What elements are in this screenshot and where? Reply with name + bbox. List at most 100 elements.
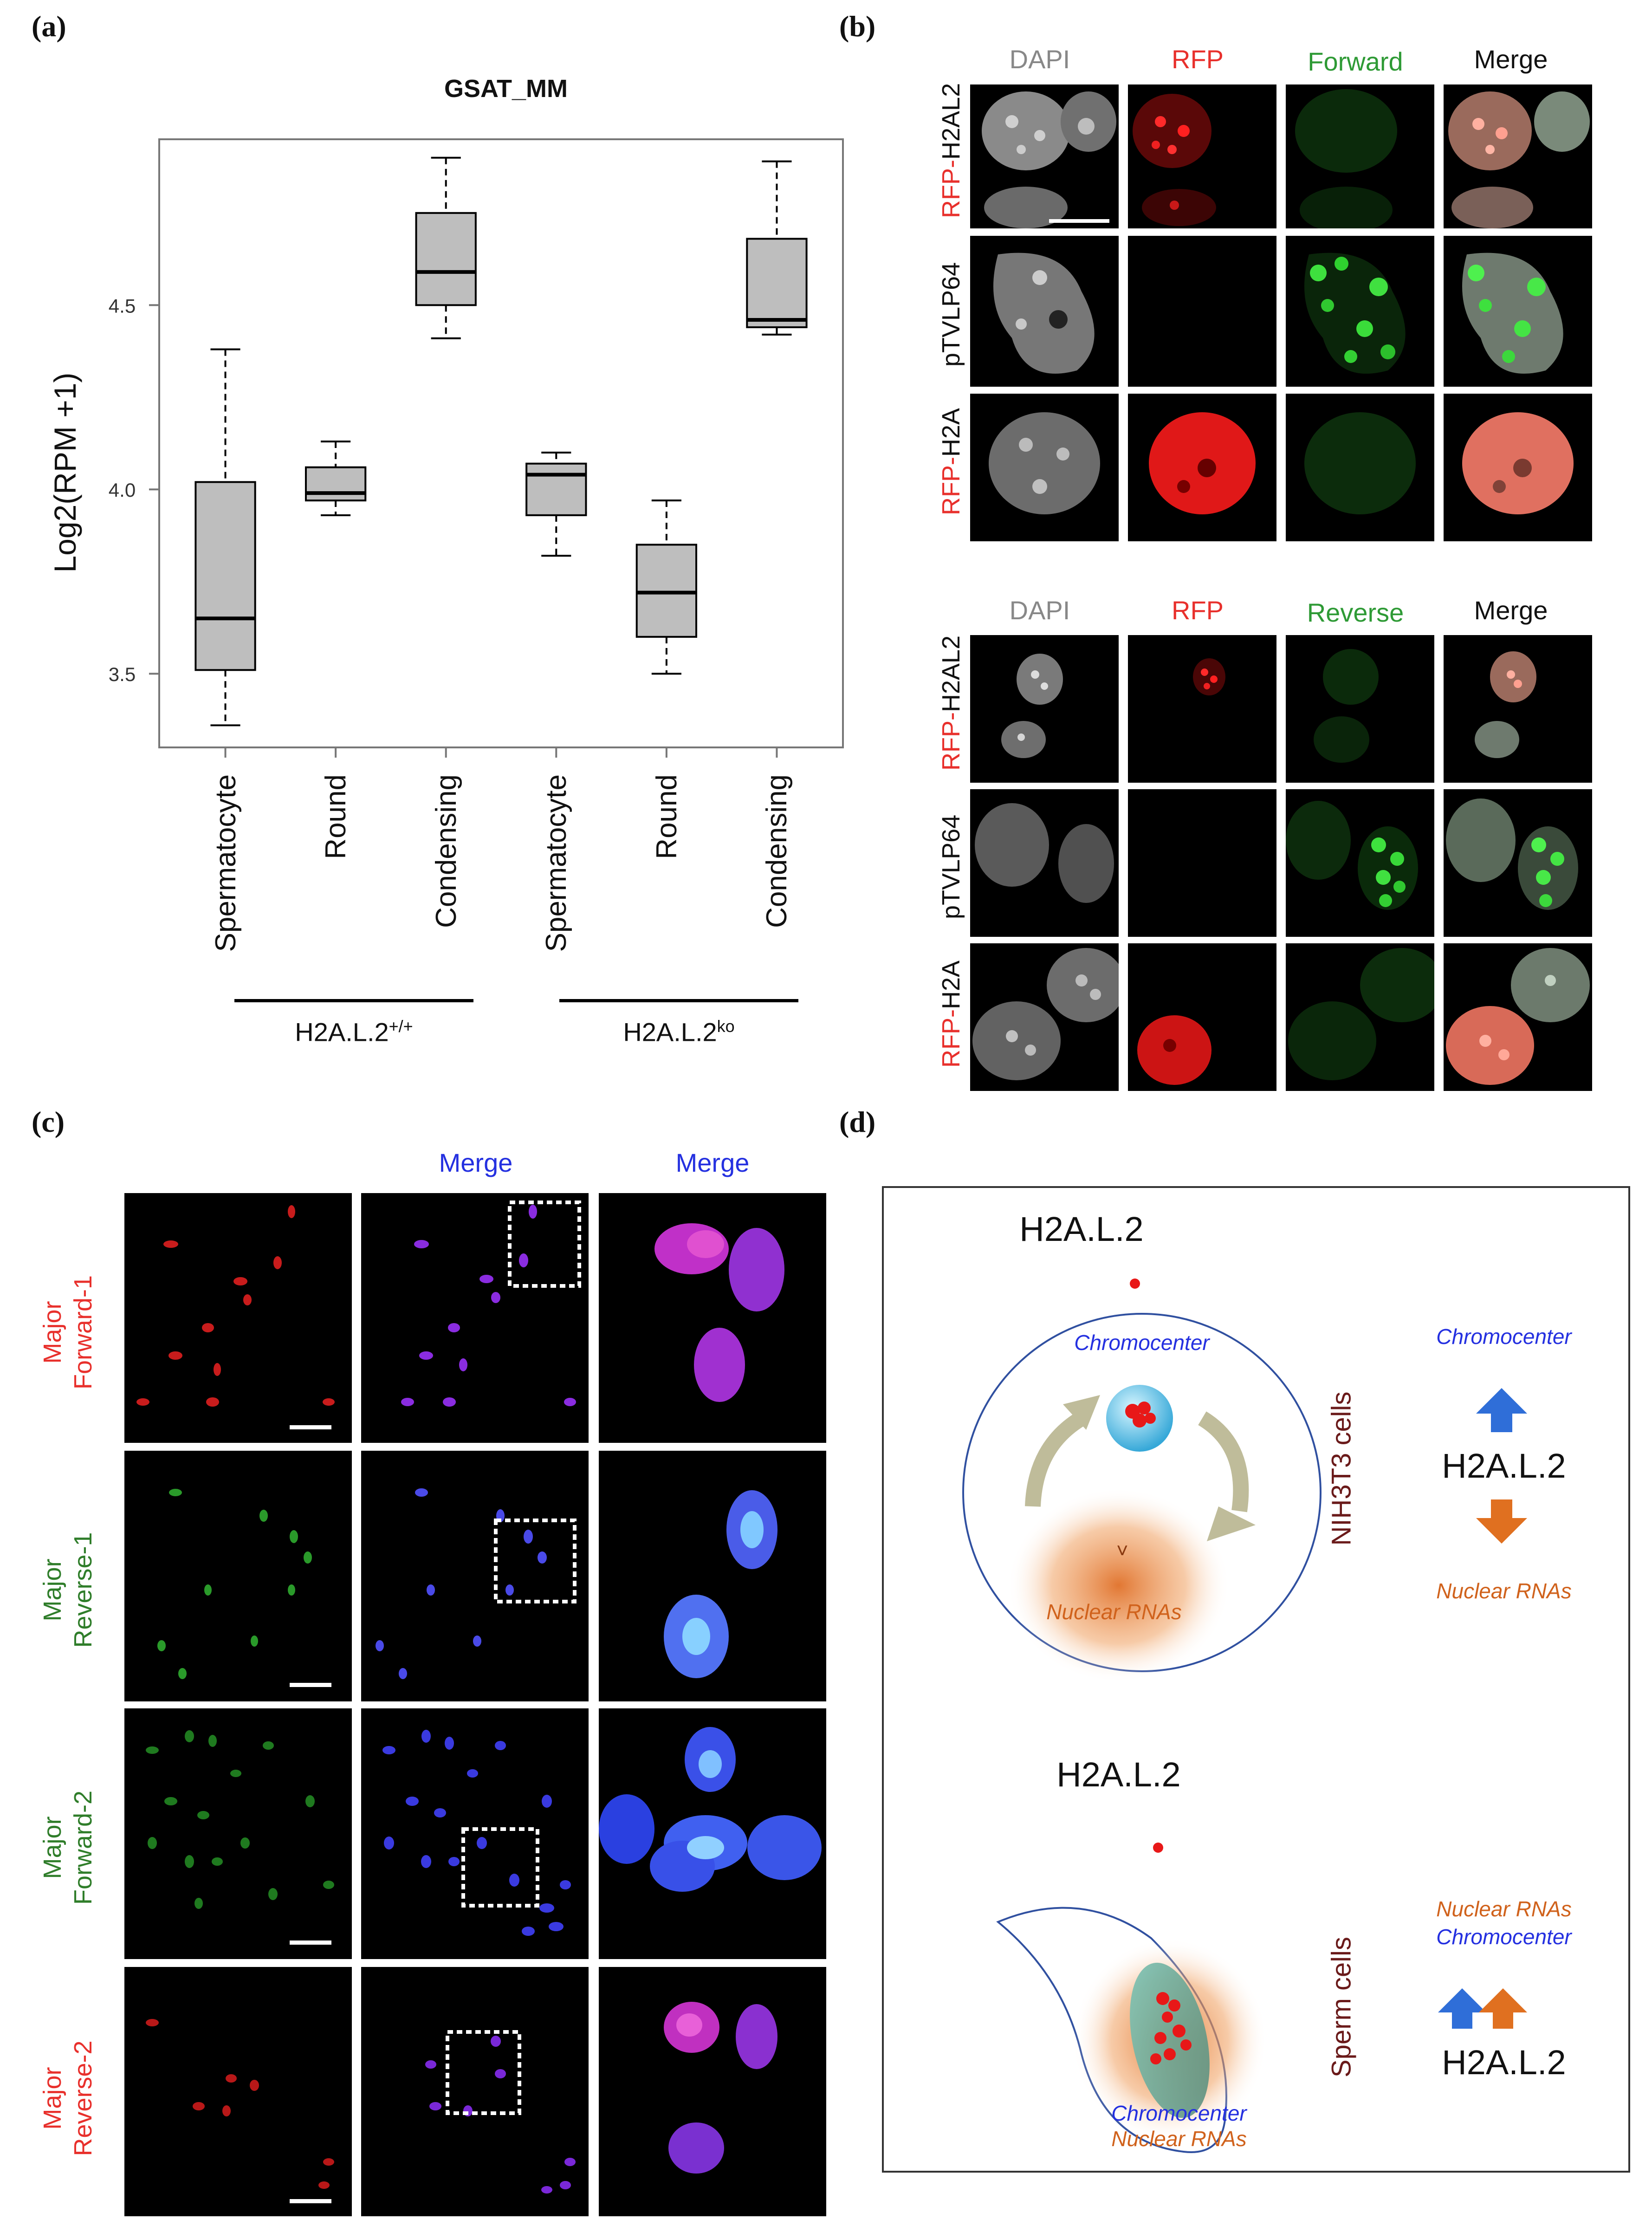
y-tick-label-0: 3.5 bbox=[109, 663, 136, 685]
box-4 bbox=[635, 500, 698, 675]
tile-c-r2-channel bbox=[124, 1451, 352, 1701]
group-bar-1 bbox=[234, 999, 473, 1002]
tile-b-bot-dapi-h2al2 bbox=[970, 635, 1119, 783]
panel-b-label: (b) bbox=[839, 10, 876, 43]
tile-b-top-forward-ptvlp64 bbox=[1286, 236, 1434, 387]
tile-b-bot-rfp-h2a bbox=[1128, 943, 1276, 1091]
header-reverse: Reverse bbox=[1307, 598, 1404, 627]
tile-b-bot-merge-h2a bbox=[1444, 943, 1592, 1091]
tile-b-top-merge-h2a bbox=[1444, 394, 1592, 541]
d-top-protein: H2A.L.2 bbox=[1019, 1210, 1144, 1248]
header-c-merge-1: Merge bbox=[439, 1148, 513, 1177]
x-tick-label-0: Spermatocyte bbox=[209, 774, 242, 952]
tile-b-top-dapi-h2a bbox=[970, 394, 1119, 541]
arrow-up-orange bbox=[1479, 1988, 1527, 2029]
tile-b-top-forward-h2a bbox=[1286, 394, 1434, 541]
tile-c-r3-channel bbox=[124, 1708, 352, 1959]
x-tick-label-2: Condensing bbox=[430, 774, 462, 928]
tile-b-bot-rfp-ptvlp64 bbox=[1128, 789, 1276, 937]
tile-c-r3-zoom bbox=[599, 1708, 826, 1959]
tile-b-top-rfp-h2a bbox=[1128, 394, 1276, 541]
panel-d-label: (d) bbox=[839, 1105, 876, 1138]
tile-c-r2-merge bbox=[361, 1451, 589, 1701]
tile-c-r4-merge bbox=[361, 1967, 589, 2216]
nuclear-rna-cloud bbox=[1007, 1488, 1230, 1683]
d-bot-cell-type: Sperm cells bbox=[1326, 1937, 1357, 2077]
header-merge-2: Merge bbox=[1474, 596, 1548, 625]
group-label-2: H2A.L.2ko bbox=[623, 1017, 735, 1047]
tile-b-bot-merge-h2al2 bbox=[1444, 635, 1592, 783]
svg-text:˅: ˅ bbox=[1116, 1539, 1128, 1562]
tile-c-r2-zoom bbox=[599, 1451, 826, 1701]
tile-b-bot-reverse-h2a bbox=[1286, 943, 1434, 1091]
tile-c-r4-zoom bbox=[599, 1967, 826, 2216]
panel-c-label: (c) bbox=[32, 1105, 65, 1138]
arrow-down-orange bbox=[1476, 1499, 1527, 1544]
box-3 bbox=[525, 451, 587, 557]
arrow-up-blue bbox=[1476, 1388, 1527, 1432]
d-top-chromocenter: Chromocenter bbox=[1074, 1330, 1210, 1355]
d-bot-chromocenter: Chromocenter bbox=[1111, 2101, 1247, 2125]
tile-b-bot-dapi-h2a bbox=[970, 943, 1119, 1091]
tile-b-bot-reverse-h2al2 bbox=[1286, 635, 1434, 783]
header-forward: Forward bbox=[1308, 47, 1403, 76]
header-dapi-2: DAPI bbox=[1009, 596, 1070, 625]
group-label-1: H2A.L.2+/+ bbox=[295, 1017, 413, 1047]
row-label-b-top-3: RFP-H2A bbox=[937, 408, 965, 515]
d-bot-nuclear-rnas: Nuclear RNAs bbox=[1111, 2127, 1247, 2151]
tile-b-bot-dapi-ptvlp64 bbox=[970, 789, 1119, 937]
tile-b-bot-merge-ptvlp64 bbox=[1444, 789, 1592, 937]
tile-c-r1-zoom bbox=[599, 1193, 826, 1443]
d-bot-right-nuclear-rnas: Nuclear RNAs bbox=[1436, 1897, 1572, 1921]
model-frame bbox=[882, 1186, 1630, 2173]
d-top-right-chromocenter: Chromocenter bbox=[1436, 1324, 1572, 1349]
box-1 bbox=[304, 441, 367, 516]
x-tick-label-3: Spermatocyte bbox=[540, 774, 573, 952]
row-label-b-top-2: pTVLP64 bbox=[937, 262, 965, 367]
box-5 bbox=[746, 160, 808, 336]
tile-b-top-rfp-ptvlp64 bbox=[1128, 236, 1276, 387]
d-top-nuclear-rnas: Nuclear RNAs bbox=[1046, 1600, 1182, 1624]
tile-b-bot-rfp-h2al2 bbox=[1128, 635, 1276, 783]
tile-b-top-dapi-h2al2 bbox=[970, 84, 1119, 228]
tile-c-r3-merge bbox=[361, 1708, 589, 1959]
d-top-right-nuclear-rnas: Nuclear RNAs bbox=[1436, 1579, 1572, 1603]
tile-b-top-forward-h2al2 bbox=[1286, 84, 1434, 228]
plot-frame bbox=[158, 138, 844, 748]
row-label-b-bot-1: RFP-H2AL2 bbox=[937, 635, 965, 771]
d-top-cell-type: NIH3T3 cells bbox=[1326, 1391, 1357, 1546]
header-dapi: DAPI bbox=[1009, 45, 1070, 74]
tile-b-top-dapi-ptvlp64 bbox=[970, 236, 1119, 387]
box-plot: 3.5 4.0 4.5 bbox=[109, 138, 844, 758]
arrow-up-blue-2 bbox=[1438, 1988, 1486, 2029]
d-bot-right-chromocenter: Chromocenter bbox=[1436, 1925, 1572, 1949]
x-tick-label-5: Condensing bbox=[761, 774, 793, 928]
group-bar-2 bbox=[559, 999, 798, 1002]
y-tick-label-2: 4.5 bbox=[109, 295, 136, 317]
y-tick-label-1: 4.0 bbox=[109, 479, 136, 501]
row-label-b-bot-3: RFP-H2A bbox=[937, 960, 965, 1068]
header-rfp: RFP bbox=[1172, 45, 1224, 74]
tile-b-bot-reverse-ptvlp64 bbox=[1286, 789, 1434, 937]
row-label-b-bot-2: pTVLP64 bbox=[937, 814, 965, 919]
tile-c-r1-merge bbox=[361, 1193, 589, 1443]
sperm-chromocenter bbox=[1130, 1962, 1210, 2118]
box-2 bbox=[415, 156, 477, 339]
d-bot-right-protein: H2A.L.2 bbox=[1442, 2043, 1566, 2082]
tile-c-r4-channel bbox=[124, 1967, 352, 2216]
header-c-merge-2: Merge bbox=[675, 1148, 750, 1177]
model-diagram: ˅ bbox=[962, 1279, 1527, 2153]
d-bot-protein: H2A.L.2 bbox=[1056, 1755, 1181, 1794]
tile-b-top-merge-ptvlp64 bbox=[1444, 236, 1592, 387]
header-merge: Merge bbox=[1474, 45, 1548, 74]
tile-b-top-merge-h2al2 bbox=[1444, 84, 1592, 228]
x-tick-label-4: Round bbox=[650, 774, 683, 859]
box-0 bbox=[194, 348, 256, 727]
d-top-right-protein: H2A.L.2 bbox=[1442, 1447, 1566, 1485]
header-rfp-2: RFP bbox=[1172, 596, 1224, 625]
chart-title: GSAT_MM bbox=[444, 75, 568, 103]
